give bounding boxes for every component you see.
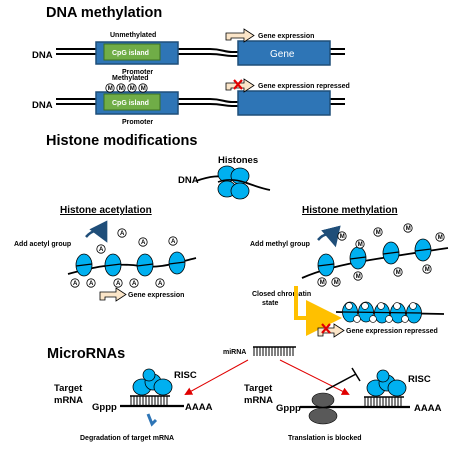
arrow-to-degradation (184, 359, 249, 395)
gene-box-methylated (237, 90, 331, 116)
target-mrna-label-left-1: Target (54, 383, 83, 394)
arrow-to-translation-block (279, 359, 350, 395)
acetyl-marks: A A A A A A A A A (70, 228, 178, 288)
svg-text:A: A (171, 239, 176, 245)
transcription-arrow-icon (225, 28, 255, 43)
svg-text:A: A (99, 247, 104, 253)
risc-label-left: RISC (174, 370, 197, 381)
block-inhibition-icon (325, 367, 361, 391)
histone-acetylation-title: Histone acetylation (60, 205, 152, 216)
dna-strand-methylated (56, 98, 345, 107)
blocked-expression-arrow-icon (317, 323, 345, 338)
risc-complex-icon-left (132, 368, 173, 396)
svg-text:M: M (425, 267, 430, 273)
methylated-label: Methylated (112, 75, 149, 82)
add-acetyl-label: Add acetyl group (14, 241, 71, 248)
gppp-label-right: Gppp (276, 403, 301, 414)
cpg-island-methylated (103, 93, 161, 111)
nucleosome-icon (195, 165, 271, 200)
gene-expression-arrow-icon (99, 287, 127, 302)
svg-text:M: M (406, 226, 411, 232)
svg-text:A: A (132, 281, 137, 287)
histone-dna-label: DNA (178, 175, 199, 186)
add-methyl-label: Add methyl group (250, 241, 310, 248)
mirna-label: miRNA (223, 349, 246, 356)
gene-box-unmethylated (237, 40, 331, 66)
red-x-icon (233, 79, 243, 90)
ribosome-icon (308, 392, 338, 425)
translation-blocked-label: Translation is blocked (288, 435, 362, 442)
dna-strand-unmethylated (56, 48, 345, 57)
risc-label-right: RISC (408, 374, 431, 385)
promoter-label: Promoter (122, 69, 153, 76)
aaaa-label-left: AAAA (185, 402, 213, 413)
svg-text:M: M (376, 230, 381, 236)
svg-text:A: A (141, 240, 146, 246)
add-methyl-arrow-icon (317, 225, 341, 248)
gppp-label-left: Gppp (92, 402, 117, 413)
target-mrna-label-right-2: mRNA (244, 395, 273, 406)
cpg-island-label-2: CpG island (112, 100, 149, 107)
gene-expression-label: Gene expression (258, 33, 314, 40)
svg-text:M: M (356, 274, 361, 280)
dna-label-methylated: DNA (32, 100, 53, 111)
cpg-island-unmethylated (103, 43, 161, 61)
cpg-island-label: CpG island (112, 50, 149, 57)
svg-text:A: A (73, 281, 78, 287)
add-acetyl-arrow-icon (85, 220, 108, 243)
svg-text:M: M (358, 242, 363, 248)
aaaa-label-right: AAAA (414, 403, 442, 414)
svg-text:A: A (120, 231, 125, 237)
svg-text:M: M (141, 86, 146, 92)
target-mrna-label-right-1: Target (244, 383, 273, 394)
svg-text:M: M (108, 86, 113, 92)
svg-text:M: M (320, 280, 325, 286)
section-title-micrornas: MicroRNAs (47, 346, 125, 362)
svg-text:A: A (89, 281, 94, 287)
svg-text:M: M (334, 280, 339, 286)
methyl-marks-histone: M M M M M M M M M M (317, 223, 445, 287)
gene-label: Gene (270, 49, 295, 60)
svg-text:M: M (130, 86, 135, 92)
methyl-marks-dna: M M M M (105, 83, 148, 93)
section-title-dna-methylation: DNA methylation (46, 5, 162, 21)
svg-text:A: A (158, 281, 163, 287)
compact-chromatin-icon (335, 301, 445, 324)
methyl-gene-expression-repressed-label: Gene expression repressed (346, 328, 438, 335)
svg-text:M: M (396, 270, 401, 276)
acetyl-gene-expression-label: Gene expression (128, 292, 184, 299)
red-x-icon-histone (321, 323, 331, 334)
risc-complex-icon-right (366, 369, 407, 397)
target-mrna-label-left-2: mRNA (54, 395, 83, 406)
histone-methylation-title: Histone methylation (302, 205, 398, 216)
svg-text:A: A (116, 281, 121, 287)
gene-expression-repressed-label: Gene expression repressed (258, 83, 350, 90)
svg-text:M: M (438, 235, 443, 241)
mirna-bound-left (130, 395, 170, 406)
histones-label: Histones (218, 155, 258, 166)
svg-text:M: M (340, 234, 345, 240)
dna-label-unmethylated: DNA (32, 50, 53, 61)
unmethylated-label: Unmethylated (110, 32, 156, 39)
degradation-label: Degradation of target mRNA (80, 435, 174, 442)
svg-text:M: M (119, 86, 124, 92)
mirna-icon (253, 346, 296, 356)
closed-chromatin-arrow-icon (294, 286, 342, 336)
degradation-arrow-icon (146, 413, 158, 427)
mirna-bound-right (364, 396, 404, 407)
open-chromatin-icon (67, 251, 197, 277)
promoter-label-2: Promoter (122, 119, 153, 126)
section-title-histone-modifications: Histone modifications (46, 133, 197, 149)
methylated-chromatin-icon (301, 238, 449, 279)
